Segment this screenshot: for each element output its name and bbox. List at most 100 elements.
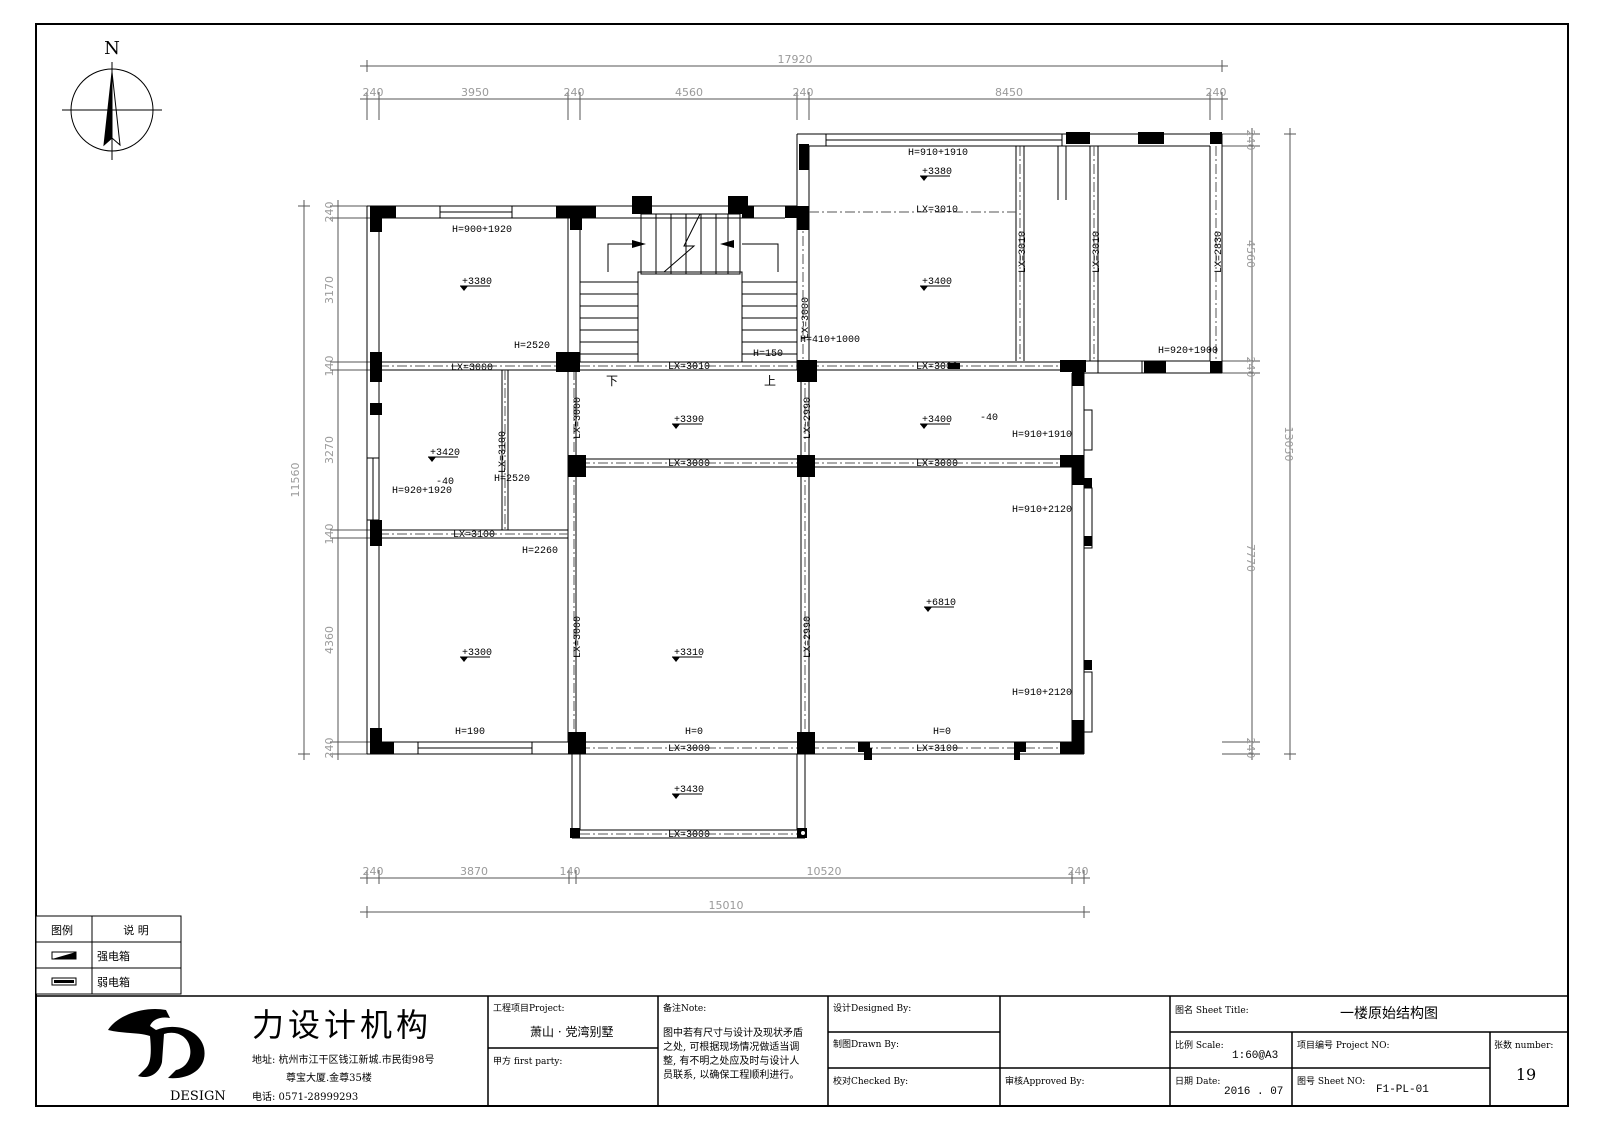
elevation-value: +3380 (922, 167, 952, 178)
drawn-label: 制图Drawn By: (833, 1038, 899, 1050)
dim-right-seg: 240 (1244, 738, 1257, 759)
note-line: 整, 有不明之处应及时与设计人 (663, 1054, 799, 1067)
elevation-marker: +3400 (920, 277, 952, 291)
dim-top-seg: 4560 (675, 86, 703, 99)
scale-label: 比例 Scale: (1175, 1039, 1224, 1051)
porch-post-dot (801, 831, 805, 835)
beam-lines (379, 146, 1217, 835)
height-label: H=910+1910 (908, 148, 968, 159)
scale-value: 1:60@A3 (1232, 1050, 1278, 1062)
height-label: H=190 (455, 727, 485, 738)
beam-label: LX=3000 (916, 459, 958, 470)
elevation-value: +6810 (926, 598, 956, 609)
beam-label: LX=3000 (668, 459, 710, 470)
beam-label: LX=2990 (803, 397, 814, 439)
elevation-marker: +3430 (672, 785, 704, 799)
sheet-title-value: 一楼原始结构图 (1340, 1006, 1438, 1022)
project-value: 萧山 · 党湾别墅 (530, 1024, 613, 1039)
height-label: H=910+1910 (1012, 430, 1072, 441)
north-label: N (104, 38, 120, 59)
date-value: 2016 . 07 (1224, 1086, 1283, 1098)
dim-bottom-seg: 140 (560, 865, 581, 878)
dim-right-seg: 4560 (1244, 240, 1257, 268)
note-label: 备注Note: (663, 1002, 706, 1014)
dim-bottom-seg: 10520 (807, 865, 842, 878)
dim-top-seg: 240 (363, 86, 384, 99)
dim-left-seg: 140 (323, 356, 336, 377)
windows (366, 133, 1143, 755)
beam-label: LX=3000 (916, 362, 958, 373)
dim-left-seg: 240 (323, 738, 336, 759)
beam-label: LX=3010 (1092, 231, 1103, 273)
company-logo: DESIGN (108, 1008, 226, 1104)
dim-bottom-seg: 3870 (460, 865, 488, 878)
beam-label: LX=3100 (498, 431, 509, 473)
elevation-value: +3390 (674, 415, 704, 426)
dimension-texts: 17920 240 3950 240 4560 240 8450 240 240… (289, 53, 1295, 912)
level-offset: -40 (980, 413, 998, 424)
beam-label: LX=3100 (453, 530, 495, 541)
elevation-marker: +3300 (460, 648, 492, 662)
dim-top-seg: 3950 (461, 86, 489, 99)
staircase (580, 213, 797, 363)
beam-label: LX=3000 (451, 363, 493, 374)
columns (370, 132, 1222, 838)
company-address-1: 地址: 杭州市江干区钱江新城.市民街98号 (252, 1053, 434, 1066)
legend-strong-power: 强电箱 (97, 949, 130, 963)
elevation-markers: +3380 +3380 +3400 +3390 +3400 +3420 +681… (428, 167, 998, 799)
stair-down-label: 下 (606, 374, 618, 388)
elevation-marker: +3380 (920, 167, 952, 181)
approved-label: 审核Approved By: (1005, 1075, 1085, 1087)
sheet-frame (35, 23, 1569, 1107)
elevation-marker: +3380 (460, 277, 492, 291)
dim-top-total: 17920 (778, 53, 813, 66)
height-label: H=2520 (514, 341, 550, 352)
note-line: 员联系, 以确保工程顺利进行。 (663, 1068, 799, 1081)
height-label: H=150 (753, 349, 783, 360)
project-label: 工程项目Project: (493, 1003, 565, 1014)
strong-power-box-icon (51, 951, 77, 960)
company-phone: 电话: 0571-28999293 (252, 1090, 358, 1103)
dim-left-seg: 140 (323, 524, 336, 545)
dim-bottom-total: 15010 (709, 899, 744, 912)
height-label: H=0 (933, 727, 951, 738)
date-label: 日期 Date: (1175, 1076, 1220, 1087)
height-label: H=910+2120 (1012, 505, 1072, 516)
stair-arrow-icon (632, 240, 646, 248)
legend-header-desc: 说 明 (123, 923, 149, 937)
note-line: 之处, 可根据现场情况做适当调 (663, 1040, 799, 1053)
elevation-value: +3400 (922, 277, 952, 288)
dim-bottom-seg: 240 (363, 865, 384, 878)
elevation-value: +3400 (922, 415, 952, 426)
dim-top-seg: 240 (564, 86, 585, 99)
height-label: H=2520 (494, 474, 530, 485)
elevation-value: +3430 (674, 785, 704, 796)
sheet-no-value: F1-PL-01 (1376, 1084, 1429, 1096)
beam-label: LX=3000 (668, 744, 710, 755)
note-line: 图中若有尺寸与设计及现状矛盾 (663, 1026, 803, 1039)
beam-label: LX=3010 (916, 205, 958, 216)
dim-right-seg: 7770 (1244, 544, 1257, 572)
walls (366, 133, 1223, 839)
height-label: H=920+1900 (1158, 346, 1218, 357)
legend-table: 图例 说 明 强电箱 弱电箱 (35, 915, 182, 995)
height-label: H=2260 (522, 546, 558, 557)
dim-left-total: 11560 (289, 463, 302, 498)
beam-label: LX=3000 (573, 616, 584, 658)
level-offset: -40 (436, 477, 454, 488)
beam-label: LX=3100 (916, 744, 958, 755)
company-address-2: 尊宝大厦.金尊35楼 (286, 1071, 372, 1084)
stair-up-label: 上 (764, 374, 776, 388)
dim-left-seg: 240 (323, 202, 336, 223)
dim-top-seg: 8450 (995, 86, 1023, 99)
sheet-count-label: 张数 number: (1494, 1039, 1553, 1051)
elevation-marker: +3400 (920, 415, 952, 429)
checked-label: 校对Checked By: (833, 1075, 908, 1087)
sheet-title-label: 图名 Sheet Title: (1175, 1004, 1249, 1016)
height-label: H=900+1920 (452, 225, 512, 236)
weak-power-box-icon (51, 977, 77, 986)
elevation-marker: +3310 (672, 648, 704, 662)
elevation-value: +3310 (674, 648, 704, 659)
party-label: 甲方 first party: (493, 1055, 562, 1067)
